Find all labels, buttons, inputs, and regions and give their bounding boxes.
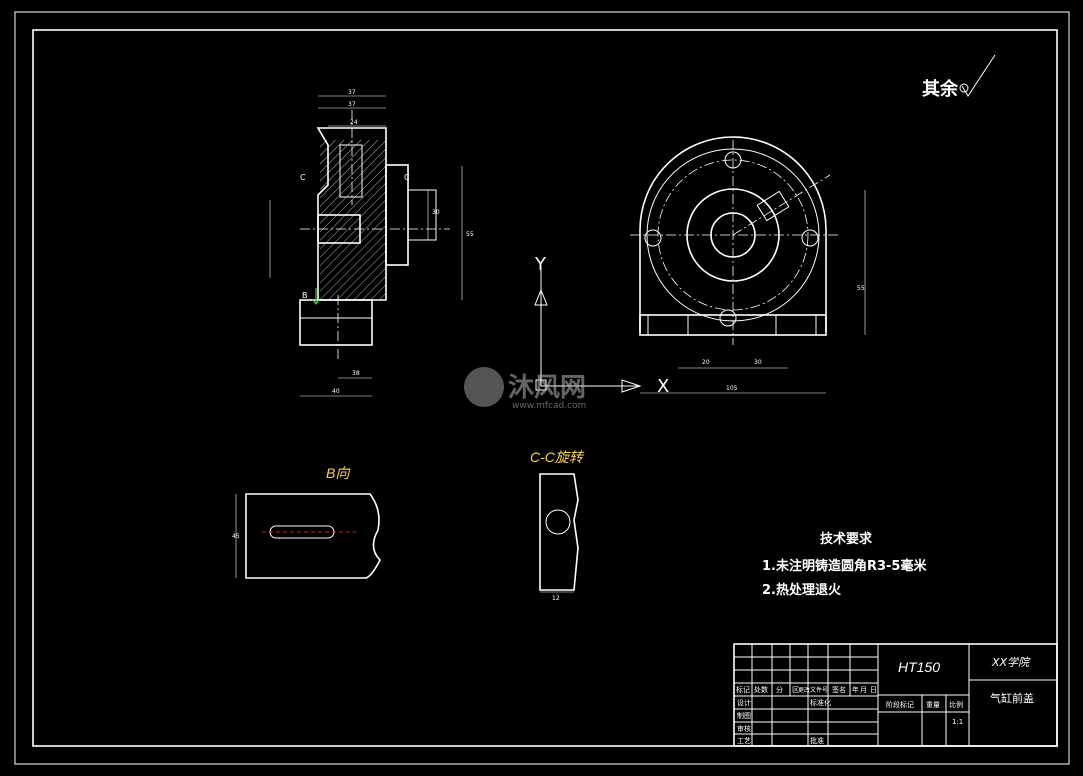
dim-bottom-2: 40 (332, 388, 340, 395)
y-arrow-icon (534, 288, 548, 306)
tb-header-day: 日 (870, 686, 877, 694)
tb-header-zone: 区 (792, 686, 799, 694)
tb-header-file: 更改文件号 (798, 686, 828, 694)
section-cc-label: C-C旋转 (530, 449, 585, 465)
tb-stage-mark: 阶段标记 (886, 700, 914, 709)
dim-side-2: 55 (466, 231, 474, 238)
tech-req-item-1: 1.未注明铸造圆角R3-5毫米 (762, 558, 927, 574)
inner-frame (32, 29, 1058, 747)
tb-weight: 重量 (926, 701, 940, 709)
x-arrow-icon (621, 379, 642, 393)
front-section-view: 37 37 24 30 55 38 40 C C B (269, 89, 474, 397)
front-body-hatch (320, 140, 386, 300)
dim-top-3: 24 (350, 119, 358, 126)
axis-system: Y X (534, 254, 669, 397)
side-slot (756, 190, 790, 222)
tb-header-month: 月 (860, 686, 867, 694)
tb-row-check: 审核 (737, 724, 751, 733)
title-block-frame (733, 643, 1058, 747)
tb-row-process: 工艺 (737, 737, 751, 745)
origin-box (535, 379, 547, 391)
tb-standardize: 标准化 (810, 698, 831, 707)
b-view-label: B向 (326, 465, 351, 481)
roughness-circle-icon (959, 83, 969, 93)
tb-material: HT150 (898, 659, 940, 675)
tb-row-draw: 制图 (737, 711, 751, 720)
tech-req-title: 技术要求 (820, 531, 873, 547)
b-view-outline (245, 493, 381, 579)
side-base-right-foot (775, 314, 817, 336)
tb-header-div: 分 (776, 685, 783, 694)
section-cc-dim: 12 (552, 595, 560, 602)
side-hole-right (801, 229, 819, 247)
y-axis-label: Y (534, 254, 547, 275)
outer-border (14, 11, 1070, 765)
front-foot (299, 299, 373, 346)
b-view: B向 45 (232, 465, 381, 579)
watermark: 沐风网 www.mfcad.com (464, 367, 586, 411)
side-center-diag (732, 174, 831, 236)
roughness-note: 其余 (922, 54, 996, 100)
tb-scale-value: 1:1 (952, 718, 963, 726)
tb-row-design: 设计 (737, 698, 751, 707)
side-dim-1: 20 (702, 359, 710, 366)
tb-header-count: 处数 (754, 685, 768, 694)
watermark-logo-icon (464, 367, 504, 407)
side-base (639, 314, 827, 336)
roughness-note-label: 其余 (922, 78, 959, 100)
side-outer-profile (639, 136, 827, 332)
tb-organization: XX学院 (991, 656, 1031, 669)
front-body-outline (316, 127, 387, 301)
tb-approve: 批准 (810, 736, 824, 745)
watermark-url: www.mfcad.com (512, 401, 586, 411)
section-mark-c-left: C (300, 173, 306, 182)
tb-header-mark: 标记 (736, 685, 750, 694)
arrow-b-icon (312, 288, 320, 305)
side-hole-bottom (719, 309, 737, 327)
side-view: 20 30 105 55 (630, 136, 866, 394)
side-base-left-foot (647, 314, 689, 336)
tb-header-year: 年 (852, 685, 859, 694)
title-block: 标记 处数 分 区 更改文件号 签名 年 月 日 设计 制图 审核 工艺 标准化… (733, 643, 1058, 747)
technical-requirements: 技术要求 1.未注明铸造圆角R3-5毫米 2.热处理退火 (762, 531, 927, 598)
tb-scale-label: 比例 (949, 700, 963, 709)
watermark-brand: 沐风网 (508, 373, 586, 403)
dim-top-1: 37 (348, 89, 356, 96)
tb-part-name: 气缸前盖 (990, 691, 1034, 705)
section-mark-b: B (302, 291, 308, 300)
dim-top-2: 37 (348, 101, 356, 108)
side-dim-2: 30 (754, 359, 762, 366)
section-cc: C-C旋转 12 (530, 449, 585, 602)
tb-header-sign: 签名 (832, 685, 846, 694)
b-view-dim: 45 (232, 533, 240, 540)
section-cc-hatch (539, 473, 579, 591)
section-mark-c-right: C (404, 173, 410, 182)
tb-grid-rows (734, 644, 878, 746)
roughness-symbol-icon (961, 54, 996, 97)
section-cc-hole (545, 509, 571, 535)
side-hole-left (644, 229, 662, 247)
front-boss (407, 189, 437, 241)
front-upper-hole (339, 144, 363, 198)
x-axis-label: X (657, 376, 669, 397)
side-dim-4: 55 (857, 285, 865, 292)
tech-req-item-2: 2.热处理退火 (762, 582, 842, 598)
side-dim-3: 105 (726, 385, 738, 392)
dim-side-1: 30 (432, 209, 440, 216)
dim-bottom-1: 38 (352, 370, 360, 377)
